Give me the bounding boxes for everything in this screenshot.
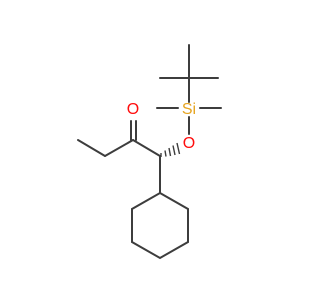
atom-label-silicon: Si: [182, 101, 196, 118]
bond-c1-c2: [132, 139, 161, 157]
molecule-diagram: O O Si: [77, 44, 222, 260]
bond-c2-c3: [104, 139, 134, 157]
cyclohexane-ring: [131, 191, 189, 260]
atom-label-carbonyl-oxygen: O: [127, 101, 139, 118]
hashed-wedge-bond: [160, 142, 181, 157]
atom-label-ether-oxygen: O: [183, 135, 195, 152]
bond-c3-c4: [77, 139, 106, 157]
structure-drawing: O O Si: [77, 44, 222, 260]
